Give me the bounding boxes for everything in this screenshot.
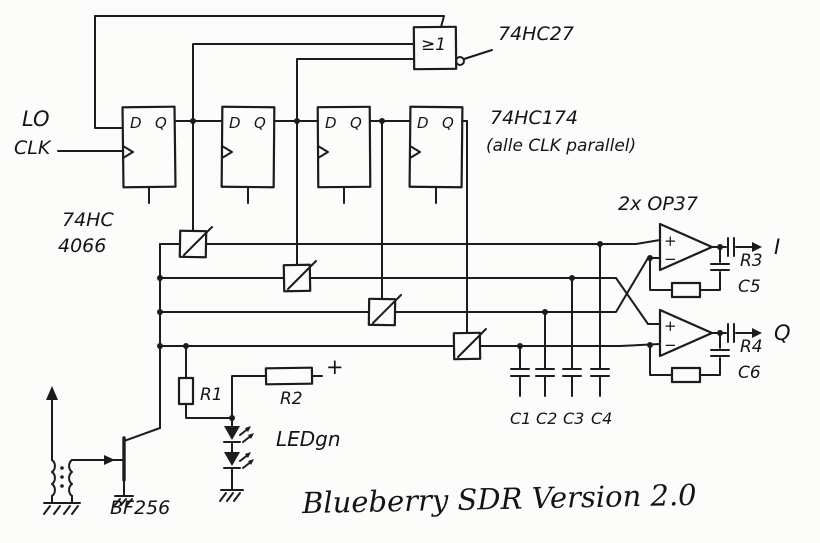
ff4-d-label: D <box>417 114 429 132</box>
switch-chip-label-line2: 4066 <box>58 235 106 257</box>
lo-label: LO <box>22 107 50 131</box>
r1-label: R1 <box>200 385 223 405</box>
nor-gate-body <box>412 25 458 71</box>
r3-label: R3 <box>740 251 763 271</box>
ff1-clock-chevron-icon <box>122 145 134 159</box>
c3-label: C3 <box>563 409 584 428</box>
led-label: LEDgn <box>276 427 341 451</box>
ff4-clock-chevron-icon <box>409 145 421 159</box>
ff2-d-label: D <box>229 114 241 132</box>
analog-switch-1 <box>178 226 213 259</box>
analog-switch-2 <box>282 260 317 293</box>
c4-label: C4 <box>591 409 612 428</box>
rf-front-end: BF256 <box>43 386 170 519</box>
bias-network: R1 + R2 <box>177 345 344 421</box>
resistor-r1 <box>177 376 195 406</box>
c5-label: C5 <box>738 277 761 297</box>
output-i-arrow-icon <box>752 242 762 252</box>
ff4-q-label: Q <box>442 114 454 132</box>
opamp-i: + − I R3 C5 <box>647 222 780 299</box>
opamp-i-body <box>658 222 714 272</box>
flipflop-3: D Q <box>316 105 372 204</box>
output-q-label: Q <box>774 321 791 345</box>
nor-gate: ≥1 74HC27 <box>412 23 574 71</box>
opamp-q-plus: + <box>664 317 677 335</box>
opamp-chip-label: 2x OP37 <box>618 193 698 215</box>
switch-control-wires <box>192 120 468 334</box>
led-string: LEDgn <box>219 417 341 502</box>
jfet-gate-arrow-icon <box>104 455 115 465</box>
ff-clk-note: (alle CLK parallel) <box>486 136 636 156</box>
ff1-d-label: D <box>130 114 142 132</box>
schematic-title: Blueberry SDR Version 2.0 <box>301 478 697 520</box>
opamp-q-body <box>658 308 714 358</box>
switch-chip-label-line1: 74HC <box>62 209 114 231</box>
c2-label: C2 <box>536 409 557 428</box>
opamp-i-minus: − <box>664 250 677 268</box>
flipflop-2: D Q <box>220 105 276 204</box>
capacitor-c1: C1 <box>510 345 531 428</box>
r4-label: R4 <box>740 337 763 357</box>
capacitor-c3: C3 <box>562 277 584 428</box>
ff1-q-label: Q <box>155 114 167 132</box>
feedback-resistor-q <box>670 366 702 384</box>
gate-wires <box>94 15 445 129</box>
analog-switch-4 <box>452 328 487 361</box>
c1-label: C1 <box>510 409 531 428</box>
output-q-arrow-icon <box>752 328 762 338</box>
flipflop-4: D Q <box>408 105 464 204</box>
signal-buses <box>157 239 661 429</box>
antenna-icon <box>46 386 58 400</box>
ff2-q-label: Q <box>254 114 266 132</box>
ff2-clock-chevron-icon <box>221 145 233 159</box>
supply-plus-label: + <box>326 355 344 379</box>
clk-label: CLK <box>14 137 52 159</box>
clock-input: LO CLK <box>14 107 124 159</box>
coil-primary <box>51 459 56 497</box>
led-2-icon <box>224 452 240 466</box>
r2-label: R2 <box>280 389 303 409</box>
capacitor-c4: C4 <box>590 243 612 428</box>
opamp-q: + − Q R4 C6 <box>647 308 791 384</box>
c6-label: C6 <box>738 363 761 383</box>
resistor-r2 <box>264 366 314 386</box>
ff3-clock-chevron-icon <box>317 145 329 159</box>
feedback-resistor-i <box>670 281 702 299</box>
transistor-label: BF256 <box>110 497 170 519</box>
output-i-label: I <box>774 235 780 259</box>
opamp-i-plus: + <box>664 232 677 250</box>
led-1-icon <box>224 426 240 440</box>
flipflop-1: D Q <box>121 105 177 204</box>
coil-secondary <box>68 459 73 497</box>
ff3-d-label: D <box>325 114 337 132</box>
ff3-q-label: Q <box>350 114 362 132</box>
capacitor-c2: C2 <box>535 311 557 428</box>
inverter-bubble-icon <box>455 56 465 66</box>
ff-chip-label: 74HC174 <box>490 107 578 129</box>
analog-switch-3 <box>367 294 402 327</box>
nor-chip-label: 74HC27 <box>498 23 574 45</box>
nor-gate-symbol: ≥1 <box>421 35 446 55</box>
opamp-q-minus: − <box>664 336 677 354</box>
